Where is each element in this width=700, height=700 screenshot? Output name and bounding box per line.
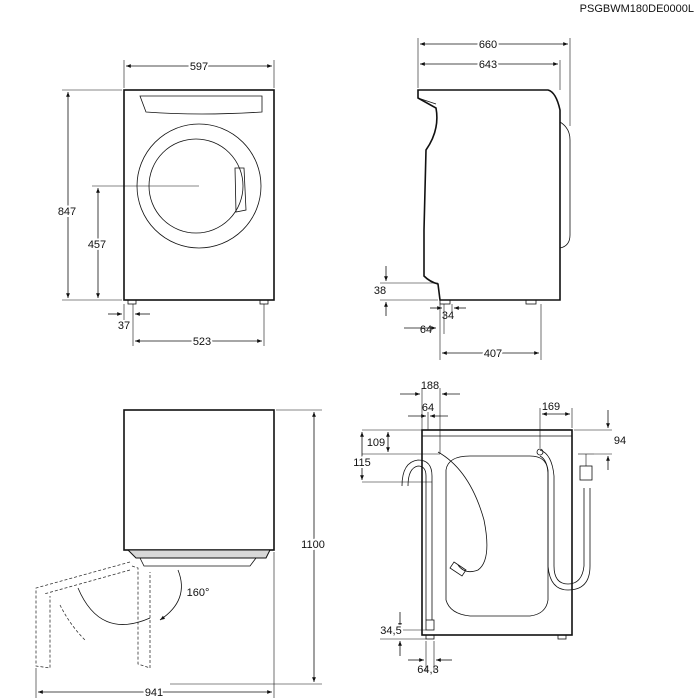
- dim-rear-right-y: 94: [614, 435, 626, 447]
- side-rear-foot: [525, 299, 537, 305]
- dim-rear-inlet-offset: 188: [421, 380, 439, 392]
- open-door-rotation-arc: [77, 587, 151, 625]
- detergent-drawer: [139, 95, 263, 115]
- side-body-outline: [417, 89, 561, 301]
- side-front-foot: [439, 299, 451, 305]
- dim-door-angle: 160°: [187, 587, 210, 599]
- open-base-lower: [139, 557, 257, 567]
- open-door-angle-arrow: [159, 569, 182, 621]
- dim-rear-top-inlet: 109: [367, 437, 385, 449]
- side-rear-hose-bulge: [559, 121, 571, 249]
- dim-total-height: 1100: [301, 539, 325, 551]
- side-top-lip: [417, 90, 437, 105]
- drain-hose-outer: [401, 459, 433, 620]
- open-door-left-panel: [35, 561, 131, 669]
- dim-rear-top-drain: 115: [353, 457, 371, 469]
- dim-front-width: 597: [190, 61, 208, 73]
- drain-hose-clip: [425, 619, 435, 631]
- drain-hose-inner: [407, 465, 427, 620]
- rear-left-foot: [425, 634, 435, 640]
- dim-door-center-height: 457: [88, 239, 106, 251]
- inlet-hose-outer: [539, 449, 585, 585]
- open-body-outline: [123, 409, 275, 551]
- model-code: PSGBWM180DE0000L: [580, 3, 694, 15]
- dim-rear-bottom-pipe: 64,3: [417, 664, 438, 676]
- open-door-right-panel: [131, 565, 151, 669]
- dim-total-depth: 941: [145, 687, 163, 699]
- side-view: 660 643 38 34 64 407: [374, 37, 571, 362]
- door-handle: [234, 167, 247, 213]
- inlet-valve: [536, 448, 544, 456]
- rear-access-panel: [445, 455, 549, 617]
- dim-front-height: 847: [58, 206, 76, 218]
- rear-view: 188 64 109 115 169 94 34,5: [351, 380, 626, 676]
- dim-foot-inset: 37: [118, 320, 130, 332]
- dim-side-foot-height: 38: [374, 285, 386, 297]
- dim-side-foot-span: 407: [484, 348, 502, 360]
- rear-right-foot: [557, 634, 567, 640]
- dim-side-depth-total: 660: [479, 39, 497, 51]
- rear-body-outline: [421, 429, 573, 636]
- inlet-hose-inner: [539, 455, 591, 591]
- door-open-view: 160° 1100 941: [35, 409, 327, 700]
- open-base-strip: [126, 549, 271, 559]
- dim-side-depth-body: 643: [479, 59, 497, 71]
- power-plug: [449, 561, 467, 577]
- dim-foot-span: 523: [193, 336, 211, 348]
- dim-rear-right-x: 169: [542, 401, 560, 413]
- dim-side-foot-front: 64: [420, 324, 432, 336]
- front-view: 597 847 457 37 523: [56, 59, 275, 350]
- dim-rear-bottom-offset: 34,5: [380, 625, 401, 637]
- dim-side-foot-rear: 34: [442, 310, 454, 322]
- power-cable: [437, 451, 488, 573]
- front-body-outline: [123, 89, 275, 301]
- open-door-detail: [59, 604, 86, 641]
- inlet-tap-connector: [579, 465, 593, 481]
- front-left-foot: [127, 299, 137, 305]
- dim-rear-inlet-pipe: 64: [422, 402, 434, 414]
